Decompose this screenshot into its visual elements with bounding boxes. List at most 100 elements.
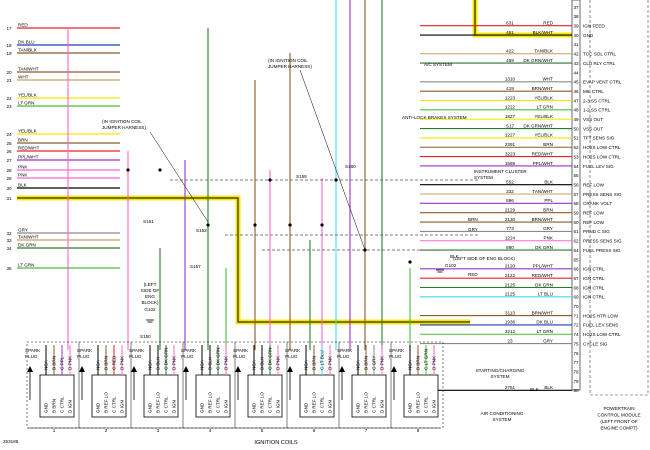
coil-pin-label: C CTRL [320,396,325,413]
coil-wire-label: B BRN [312,356,317,370]
callout-line [149,131,209,223]
left-wire-color: YEL/BLK [18,129,38,134]
pcm-function-label: CRANK VOLT [583,201,612,206]
left-pin-number: 29 [6,176,12,181]
spark-plug-label: SPARK [77,348,93,353]
spark-plug-icon [79,366,85,372]
pcm-wire-color: BLK [544,179,554,184]
pcm-pin-number: 55 [573,173,579,178]
pcm-circuit-number: 1589 [505,161,516,166]
pcm-wire-color: LT BLU [538,292,553,297]
pcm-wire-color: BRN [543,142,553,147]
coil-housing [299,374,335,418]
pcm-circuit-number: S17 [506,123,515,128]
coil-pin-label: D IGN [276,400,281,413]
pcm-pin-number: 74 [573,332,579,337]
pcm-wire-color: DK GRN [535,245,553,250]
pcm-circuit-number: 2130 [505,217,516,222]
left-wire-color: DK GRN [18,243,36,248]
wire-label: BRN [468,217,478,222]
pcm-function-label: 2-3 SS CTRL [583,98,611,103]
coil-pin-label: GND [96,402,101,413]
coil-wire-label: NCA [356,359,361,370]
left-pin-number: 35 [6,266,12,271]
splice-label: S157 [190,264,201,269]
harness-note: (IN IGNITION COIL [102,119,142,124]
pcm-pin-number: 57 [573,192,579,197]
pcm-pin-number: 69 [573,295,579,300]
coil-wire-label: D PNK [380,355,385,370]
ignition-coil-5 [234,341,288,429]
ground-label: G102 [144,307,156,312]
left-wire-color: WHT [18,75,29,80]
pcm-function-label: VSS OUT [583,117,603,122]
pcm-wire-color: PNK [544,236,554,241]
splice-dot [206,223,210,227]
coil-pin-label: C CTRL [112,396,117,413]
pcm-pin-number: 42 [573,52,579,57]
coil-wire-label: D PNK [432,355,437,370]
pcm-title: ENGINE COMPT) [600,426,637,431]
left-wire-color: LT GRN [18,263,34,268]
pcm-pin-number: 50 [573,126,579,131]
pcm-circuit-number: 2129 [505,208,516,213]
left-pin-number: 34 [6,246,12,251]
left-wire-color: LT GRN [18,101,34,106]
left-wire-color: RED/WHT [18,146,40,151]
pcm-pin-number: 77 [573,360,579,365]
coil-pin-label: B REF LO [208,392,213,413]
pcm-wire-color: TAN/WHT [532,189,553,194]
pcm-pin-number: 56 [573,182,579,187]
splice-dot [408,260,412,264]
pcm-pin-number: 76 [573,351,579,356]
pcm-pin-number: 64 [573,248,579,253]
pcm-function-label: PRESS SENS SIG [583,192,622,197]
harness-note: (IN IGNITION COIL [268,58,308,63]
pcm-wire-color: PPL [544,198,553,203]
pcm-wire-color: RED/WHT [532,151,554,156]
left-wire-color: TAN/WHT [18,235,39,240]
pcm-function-label: HO2S LOW CTRL [583,154,621,159]
left-pin-number: 28 [6,168,12,173]
spark-plug-icon [339,366,345,372]
pcm-wire-color: WHT [543,77,554,82]
pcm-circuit-number: 1936 [505,320,516,325]
pcm-function-label: REF LOW [583,220,605,225]
coil-pin-label: GND [356,402,361,413]
splice-dot [126,168,130,172]
left-pin-number: 24 [6,132,12,137]
splice-dot [158,168,162,172]
coil-wire-label: D PNK [224,355,229,370]
pcm-pin-number: 72 [573,323,579,328]
pcm-function-label: FUEL LEV SIG [583,164,614,169]
pcm-function-label: IGN CTRL [583,295,605,300]
coil-number: 2 [105,428,108,433]
starting-system-label: SYSTEM [491,374,510,379]
pcm-circuit-number: 451 [506,30,514,35]
left-wire-color: PPL/WHT [18,155,39,160]
left-wire-color: TAN/BLK [18,48,38,53]
pcm-wire-color: LT GRN [537,105,553,110]
pcm-pin-number: 71 [573,313,579,318]
splice-dot [334,178,338,182]
coil-wire-label: B BLK [260,356,265,370]
left-wire-color: PNK [18,173,28,178]
coil-pin-label: B REF LO [364,392,369,413]
coil-pin-label: D IGN [432,400,437,413]
pcm-pin-number: 53 [573,154,579,159]
pcm-circuit-number: 773 [506,226,514,231]
wire-label: BLK [450,254,460,259]
pcm-function-label: VSS OUT [583,126,603,131]
left-wire-color: PNK [18,165,28,170]
coil-number: 6 [313,428,316,433]
pcm-wire-color: BRN [543,208,553,213]
ignition-coil-7 [338,341,392,429]
coil-wire-label: NCA [96,359,101,370]
pcm-pin-number: 49 [573,117,579,122]
pcm-pin-number: 67 [573,276,579,281]
pcm-circuit-number: 3113 [505,310,515,315]
pcm-pin-number: 60 [573,220,579,225]
pcm-wire-color: BRN/WHT [532,217,554,222]
coil-wire-label: B BRN [416,356,421,370]
